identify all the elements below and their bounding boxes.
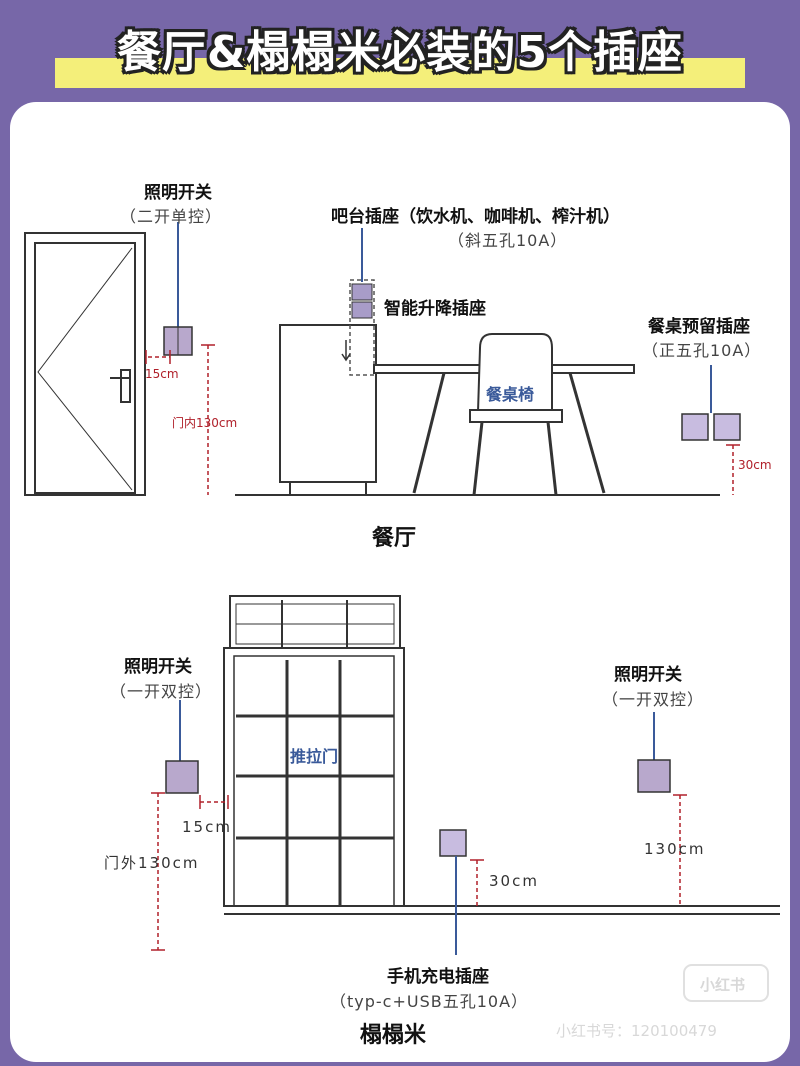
tatami-right-switch-name: 照明开关	[614, 665, 682, 685]
tatami-right-switch-spec: （一开双控）	[602, 690, 705, 709]
bar-outlet-name: 吧台插座（饮水机、咖啡机、榨汁机）	[331, 207, 620, 227]
sliding-door-label: 推拉门	[290, 747, 339, 766]
tatami-dim-130-right: 130cm	[644, 840, 706, 858]
page-title: 餐厅&榻榻米必装的5个插座	[117, 27, 683, 78]
tatami-sliding-door	[223, 595, 405, 907]
title-highlight-bar	[55, 58, 745, 88]
tatami-left-switch-name: 照明开关	[124, 657, 192, 677]
tatami-dim-15: 15cm	[182, 818, 232, 836]
bar-outlet-spec: （斜五孔10A）	[448, 231, 568, 250]
dining-dim-15: 15cm	[145, 367, 179, 381]
dining-dim-130: 门内130cm	[172, 416, 238, 430]
charge-outlet-name: 手机充电插座	[387, 967, 489, 987]
popup-outlet-name: 智能升降插座	[384, 299, 486, 319]
dining-switch-spec: （二开单控）	[120, 207, 223, 226]
tatami-section-label: 榻榻米	[360, 1023, 427, 1048]
socket-icon	[351, 283, 373, 301]
watermark-id: 小红书号：120100479	[556, 1022, 717, 1040]
title-area: 餐厅&榻榻米必装的5个插座	[0, 0, 800, 100]
dining-switch-name: 照明开关	[144, 183, 212, 203]
tatami-dim-130-left: 门外130cm	[104, 854, 200, 872]
switch-icon	[165, 760, 199, 794]
watermark-badge	[683, 964, 769, 1002]
socket-icon	[351, 301, 373, 319]
socket-icon	[439, 829, 467, 857]
dining-dim-30: 30cm	[738, 458, 772, 472]
table-outlet-name: 餐桌预留插座	[648, 317, 750, 337]
chair-label: 餐桌椅	[486, 385, 535, 404]
table-outlet-spec: （正五孔10A）	[642, 341, 762, 360]
dining-door	[24, 232, 146, 496]
socket-icon	[681, 413, 709, 441]
switch-icon	[637, 759, 671, 793]
charge-outlet-spec: （typ-c+USB五孔10A）	[330, 992, 529, 1011]
dining-section-label: 餐厅	[372, 526, 417, 551]
tatami-left-switch-spec: （一开双控）	[110, 682, 213, 701]
tatami-dim-30: 30cm	[489, 872, 539, 890]
socket-icon	[713, 413, 741, 441]
watermark-logo: 小红书	[700, 976, 746, 994]
